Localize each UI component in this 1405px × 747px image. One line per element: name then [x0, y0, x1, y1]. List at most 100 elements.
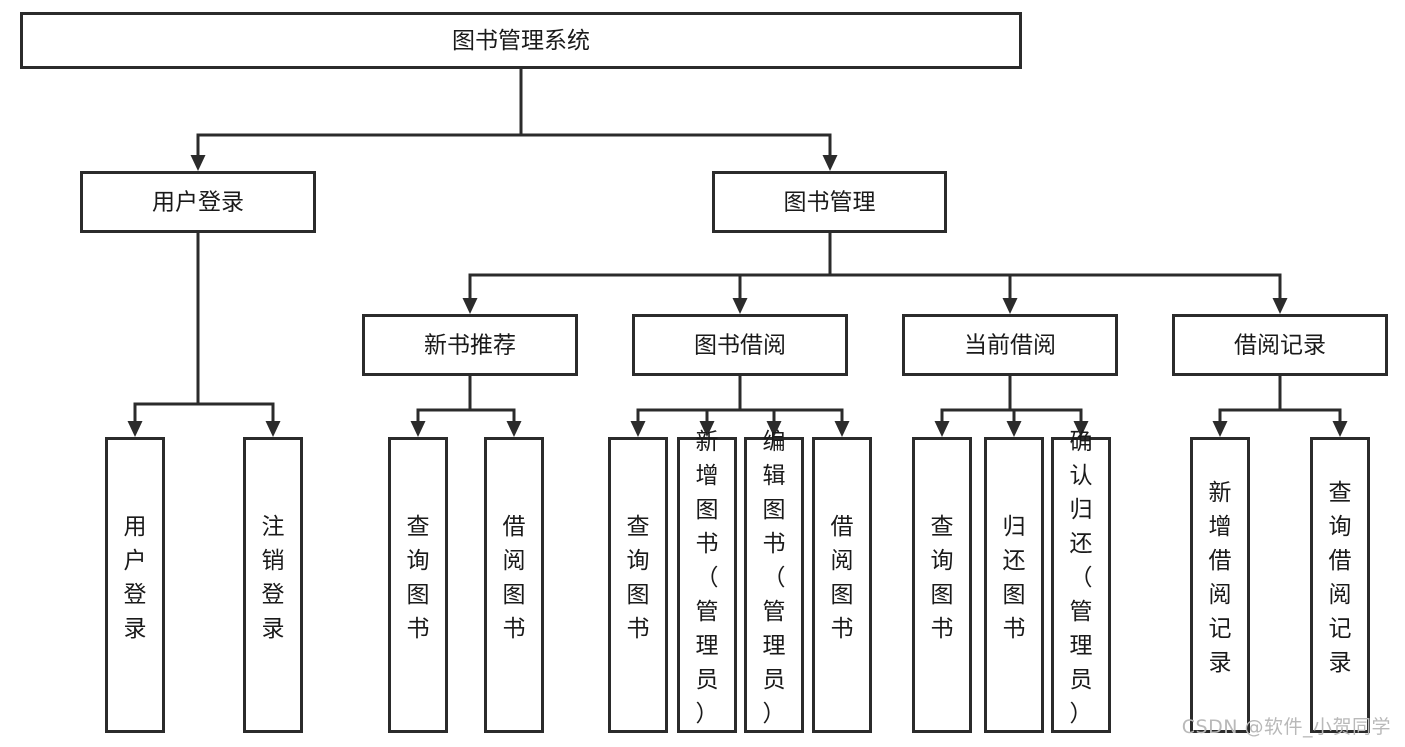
node-label: 新书推荐 [424, 333, 516, 359]
node-box[interactable] [80, 171, 316, 233]
node-label: 查询图书 [407, 514, 430, 642]
csdn-watermark: CSDN @软件_小贺同学 [1181, 716, 1391, 738]
arrow-head-icon [834, 421, 850, 437]
connector-edge-ul-leaf-logout [196, 233, 281, 437]
connector-edge-root-user-login [190, 69, 523, 171]
arrow-head-icon [1006, 421, 1022, 437]
connector-edge-cb-confirm [1008, 376, 1089, 437]
node-leaf-return-book[interactable]: 归还图书 [984, 437, 1044, 733]
connector-edge-nbr-borrow [468, 376, 522, 437]
arrow-head-icon [462, 298, 478, 314]
nodes-layer: 图书管理系统用户登录图书管理新书推荐图书借阅当前借阅借阅记录用户登录注销登录查询… [20, 12, 1388, 733]
node-label: 注销登录 [262, 514, 285, 642]
connector-line [705, 376, 742, 421]
node-box[interactable] [1190, 437, 1250, 733]
node-box[interactable] [744, 437, 804, 733]
node-new-book-recommend[interactable]: 新书推荐 [362, 314, 578, 376]
node-box[interactable] [388, 437, 448, 733]
node-leaf-add-borrow-record[interactable]: 新增借阅记录 [1190, 437, 1250, 733]
node-box[interactable] [677, 437, 737, 733]
connector-edge-bb-query [630, 376, 742, 437]
connector-line [196, 233, 275, 421]
node-leaf-logout[interactable]: 注销登录 [243, 437, 303, 733]
arrow-head-icon [1073, 421, 1089, 437]
arrow-head-icon [127, 421, 143, 437]
node-root[interactable]: 图书管理系统 [20, 12, 1022, 69]
connector-line [468, 233, 832, 298]
node-box[interactable] [20, 12, 1022, 69]
node-box[interactable] [608, 437, 668, 733]
node-label: 借阅记录 [1234, 333, 1326, 359]
node-box[interactable] [912, 437, 972, 733]
arrow-head-icon [934, 421, 950, 437]
connector-line [828, 233, 1012, 298]
node-book-manage[interactable]: 图书管理 [712, 171, 947, 233]
node-leaf-borrow-book-rec[interactable]: 借阅图书 [484, 437, 544, 733]
node-label: 查询借阅记录 [1329, 480, 1352, 676]
arrow-head-icon [410, 421, 426, 437]
connector-edge-br-add [1212, 376, 1282, 437]
connector-line [738, 376, 844, 421]
connector-line [196, 69, 523, 155]
node-leaf-confirm-return-admin[interactable]: 确认归还（管理员） [1051, 429, 1111, 733]
node-leaf-user-login[interactable]: 用户登录 [105, 437, 165, 733]
node-leaf-query-book-borrow[interactable]: 查询图书 [608, 437, 668, 733]
node-leaf-add-book-admin[interactable]: 新增图书（管理员） [677, 429, 737, 733]
connector-edge-nbr-query [410, 376, 472, 437]
connector-line [416, 376, 472, 421]
node-label: 查询图书 [931, 514, 954, 642]
connector-line [636, 376, 742, 421]
node-book-borrow[interactable]: 图书借阅 [632, 314, 848, 376]
node-leaf-query-book-current[interactable]: 查询图书 [912, 437, 972, 733]
connector-line [519, 69, 832, 155]
node-borrow-record[interactable]: 借阅记录 [1172, 314, 1388, 376]
node-label: 新增借阅记录 [1209, 480, 1232, 676]
node-box[interactable] [105, 437, 165, 733]
connector-edge-br-query [1278, 376, 1348, 437]
node-label: 当前借阅 [964, 333, 1056, 359]
connector-line [1008, 376, 1083, 421]
node-current-borrow[interactable]: 当前借阅 [902, 314, 1118, 376]
node-box[interactable] [362, 314, 578, 376]
connectors-layer [127, 69, 1348, 437]
node-box[interactable] [484, 437, 544, 733]
node-box[interactable] [243, 437, 303, 733]
node-leaf-edit-book-admin[interactable]: 编辑图书（管理员） [744, 429, 804, 733]
connector-edge-bb-add [699, 376, 742, 437]
node-label: 图书借阅 [694, 333, 786, 359]
arrow-head-icon [732, 298, 748, 314]
node-label: 编辑图书（管理员） [763, 429, 786, 727]
node-box[interactable] [1310, 437, 1370, 733]
node-label: 查询图书 [627, 514, 650, 642]
arrow-head-icon [1272, 298, 1288, 314]
node-leaf-query-book-rec[interactable]: 查询图书 [388, 437, 448, 733]
node-leaf-borrow-book[interactable]: 借阅图书 [812, 437, 872, 733]
node-label: 借阅图书 [831, 514, 854, 642]
arrow-head-icon [506, 421, 522, 437]
node-leaf-query-borrow-record[interactable]: 查询借阅记录 [1310, 437, 1370, 733]
node-user-login[interactable]: 用户登录 [80, 171, 316, 233]
node-label: 图书管理 [784, 190, 876, 216]
node-box[interactable] [984, 437, 1044, 733]
connector-edge-bb-edit [738, 376, 782, 437]
connector-line [1278, 376, 1342, 421]
node-box[interactable] [1051, 437, 1111, 733]
node-box[interactable] [812, 437, 872, 733]
node-box[interactable] [712, 171, 947, 233]
arrow-head-icon [265, 421, 281, 437]
node-box[interactable] [632, 314, 848, 376]
node-box[interactable] [902, 314, 1118, 376]
arrow-head-icon [699, 421, 715, 437]
arrow-head-icon [630, 421, 646, 437]
connector-edge-bm-borrow-record [828, 233, 1288, 314]
connector-edge-bm-book-borrow [732, 233, 832, 314]
connector-edge-cb-query [934, 376, 1012, 437]
arrow-head-icon [1332, 421, 1348, 437]
node-box[interactable] [1172, 314, 1388, 376]
node-label: 用户登录 [152, 190, 244, 216]
connector-edge-bb-borrow [738, 376, 850, 437]
node-label: 借阅图书 [503, 514, 526, 642]
connector-line [738, 376, 776, 421]
